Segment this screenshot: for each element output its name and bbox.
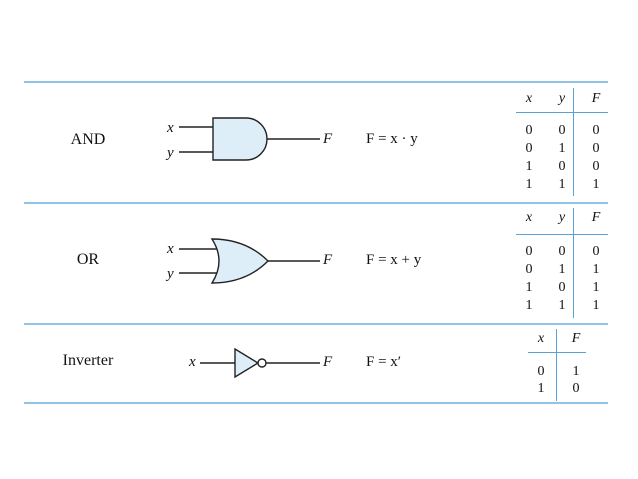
- or-tt-cell: 1: [525, 298, 533, 313]
- or-tt-header-f: F: [591, 210, 601, 225]
- or-inverter-divider: [24, 323, 608, 325]
- and-tt-divider: [573, 88, 574, 196]
- and-tt-cell: 0: [558, 159, 566, 174]
- and-tt-cell: 1: [525, 159, 533, 174]
- or-tt-header-x: x: [525, 210, 533, 225]
- or-tt-cell: 0: [525, 244, 533, 259]
- inverter-gate-name: Inverter: [62, 352, 114, 369]
- and-gate-body: [212, 117, 268, 161]
- inverter-tt-cell: 0: [537, 364, 545, 379]
- inverter-tt-cell: 0: [572, 381, 580, 396]
- and-tt-cell: 0: [592, 141, 600, 156]
- and-tt-cell: 1: [558, 141, 566, 156]
- and-tt-cell: 1: [525, 177, 533, 192]
- inverter-tt-cell: 1: [537, 381, 545, 396]
- or-tt-cell: 1: [525, 280, 533, 295]
- inverter-input-x-label: x: [189, 354, 196, 370]
- inverter-output-label: F: [323, 354, 333, 370]
- or-tt-cell: 1: [558, 298, 566, 313]
- or-tt-cell: 0: [525, 262, 533, 277]
- and-tt-cell: 1: [592, 177, 600, 192]
- and-tt-cell: 0: [592, 123, 600, 138]
- and-tt-header-y: y: [558, 91, 566, 106]
- inverter-tt-cell: 1: [572, 364, 580, 379]
- and-tt-header-x: x: [525, 91, 533, 106]
- or-input-x-label: x: [167, 241, 174, 257]
- and-tt-header-f: F: [591, 91, 601, 106]
- or-output-label: F: [323, 252, 333, 268]
- and-output-label: F: [323, 131, 333, 147]
- or-tt-cell: 1: [592, 262, 600, 277]
- or-tt-cell: 1: [592, 298, 600, 313]
- inverter-truth-table: x F 0 1 1 0: [528, 329, 586, 401]
- or-gate-name: OR: [76, 251, 100, 268]
- bottom-rule: [24, 402, 608, 404]
- and-tt-cell: 1: [558, 177, 566, 192]
- inverter-tt-header-f: F: [571, 331, 581, 346]
- inverter-tt-header-x: x: [537, 331, 545, 346]
- or-tt-cell: 0: [592, 244, 600, 259]
- inverter-tt-header-rule: [528, 352, 586, 353]
- or-expression: F = x + y: [366, 252, 422, 268]
- or-tt-divider: [573, 208, 574, 318]
- and-tt-cell: 0: [525, 123, 533, 138]
- or-tt-cell: 0: [558, 244, 566, 259]
- or-tt-header-y: y: [558, 210, 566, 225]
- inverter-tt-divider: [556, 329, 557, 401]
- or-input-y-label: y: [167, 266, 174, 282]
- inverter-bubble: [257, 358, 267, 368]
- and-tt-cell: 0: [525, 141, 533, 156]
- top-rule: [24, 81, 608, 83]
- and-gate-name: AND: [70, 131, 106, 148]
- and-tt-cell: 0: [592, 159, 600, 174]
- and-tt-cell: 0: [558, 123, 566, 138]
- and-input-x-label: x: [167, 120, 174, 136]
- or-gate-body: [210, 238, 269, 284]
- and-tt-header-rule: [516, 112, 608, 113]
- inverter-triangle: [234, 347, 260, 379]
- and-truth-table: x y F 0 0 0 0 1 0 1 0 0 1 1 1: [516, 88, 608, 196]
- and-input-y-label: y: [167, 145, 174, 161]
- or-tt-header-rule: [516, 234, 608, 235]
- or-tt-cell: 1: [592, 280, 600, 295]
- and-expression: F = x · y: [366, 131, 418, 147]
- or-tt-cell: 0: [558, 280, 566, 295]
- or-tt-cell: 1: [558, 262, 566, 277]
- or-truth-table: x y F 0 0 0 0 1 1 1 0 1 1 1 1: [516, 208, 608, 318]
- inverter-expression: F = x′: [366, 354, 402, 370]
- and-or-divider: [24, 202, 608, 204]
